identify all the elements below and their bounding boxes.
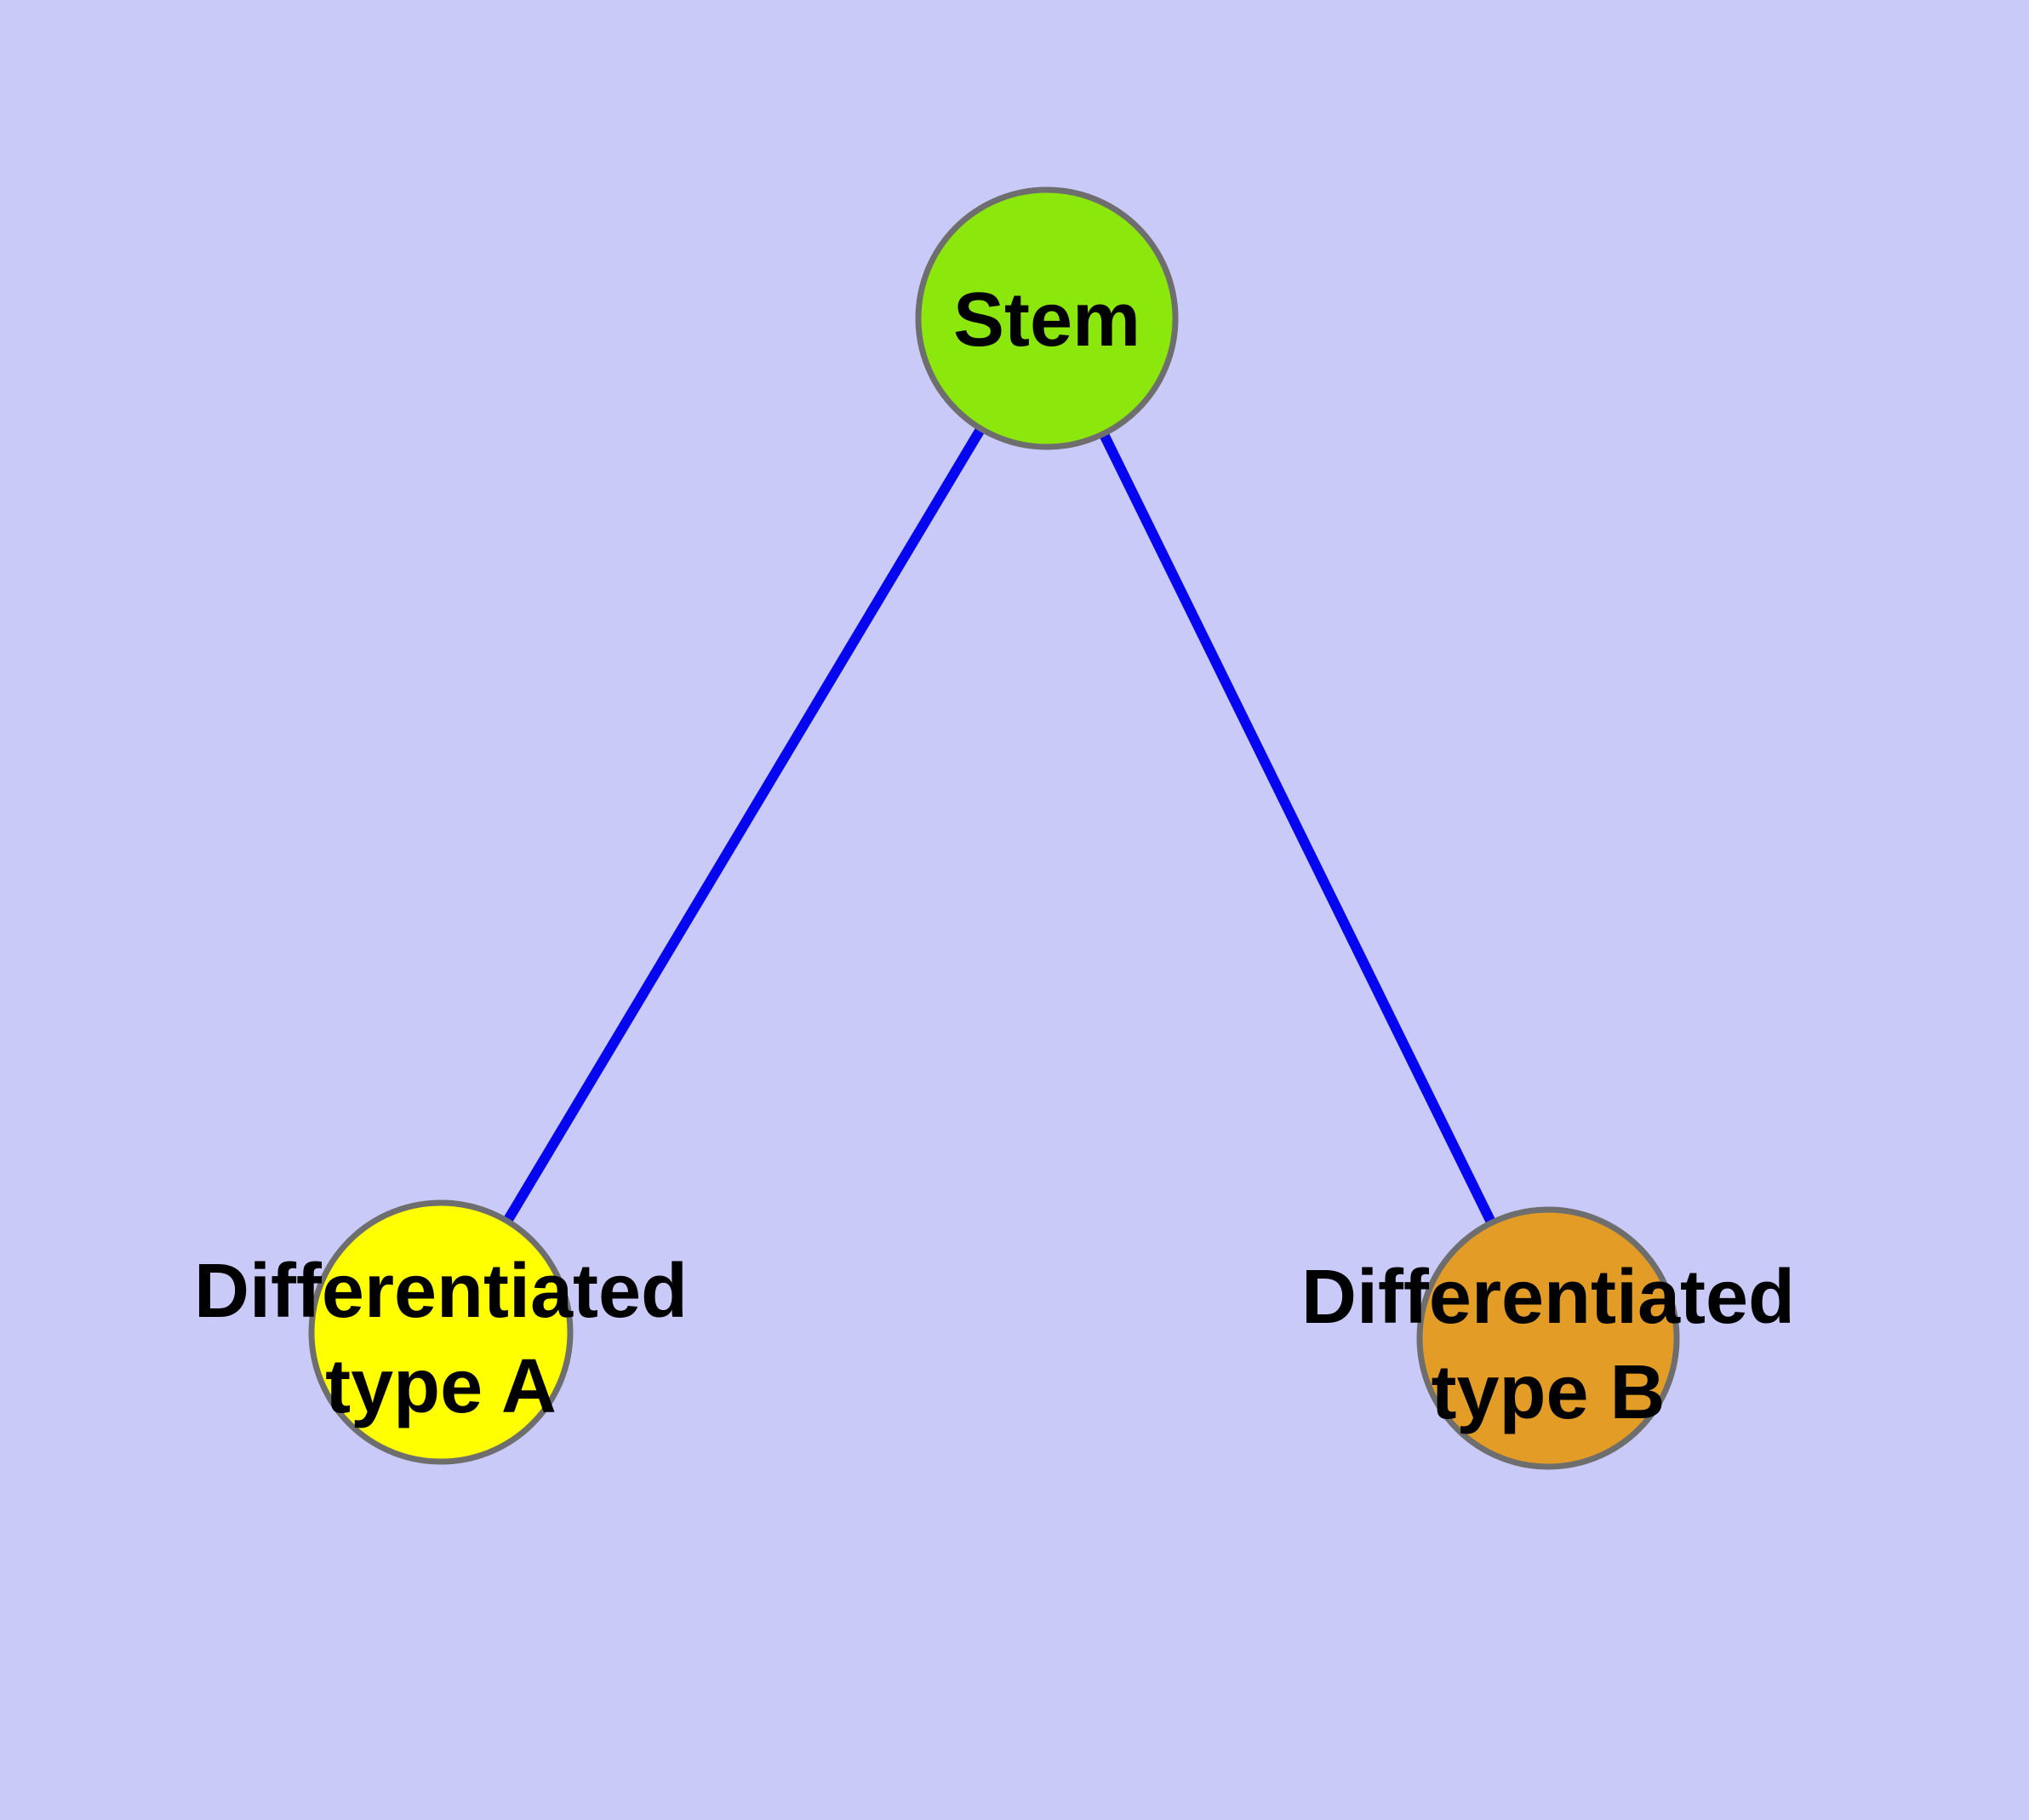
node-type-b-label-line1: Differentiated — [1301, 1255, 1795, 1340]
node-differentiated-type-a — [308, 1199, 574, 1465]
node-differentiated-type-b — [1416, 1206, 1680, 1470]
edge-stem-to-type-b — [1042, 316, 1553, 1341]
node-type-a-label-line2: type A — [325, 1344, 557, 1429]
node-type-b-label-line2: type B — [1431, 1350, 1665, 1435]
node-stem — [915, 186, 1179, 450]
node-stem-label: Stem — [953, 278, 1140, 363]
node-type-a-label-line1: Differentiated — [194, 1249, 688, 1334]
edge-stem-to-type-a — [436, 315, 1052, 1336]
